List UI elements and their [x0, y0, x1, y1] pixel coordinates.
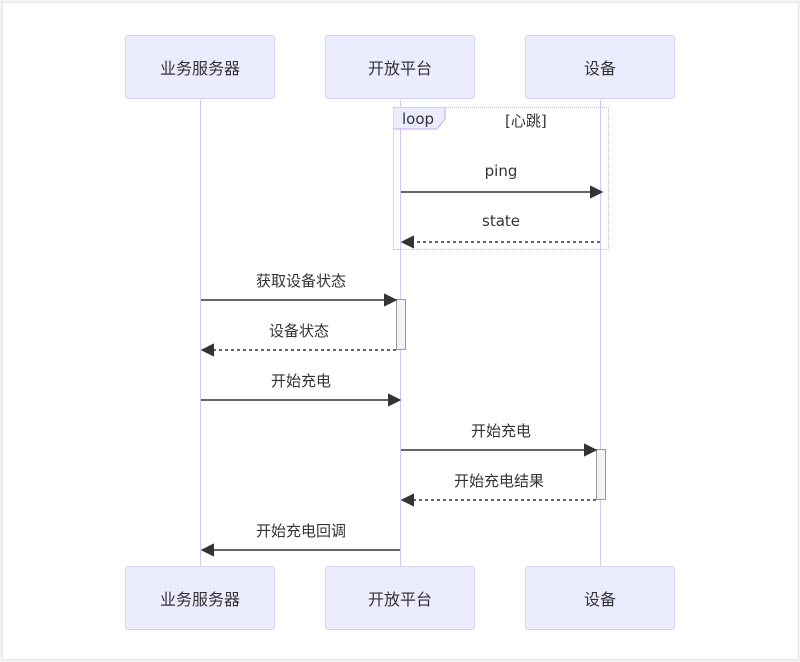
- message-label-start-charge-2: 开始充电: [470, 422, 532, 440]
- loop-frame: loop [心跳]: [393, 107, 609, 250]
- actor-bottom-biz: 业务服务器: [125, 566, 275, 630]
- message-label-charge-result: 开始充电结果: [453, 472, 545, 490]
- message-label-get-device-state: 获取设备状态: [255, 272, 347, 290]
- message-label-ping: ping: [484, 162, 518, 180]
- message-label-charge-callback: 开始充电回调: [255, 522, 347, 540]
- message-label-device-state: 设备状态: [268, 322, 330, 340]
- lifeline-biz: [200, 100, 201, 566]
- loop-tag-shape: [393, 107, 446, 130]
- actor-top-biz: 业务服务器: [125, 35, 275, 99]
- message-label-start-charge-1: 开始充电: [270, 372, 332, 390]
- message-label-state: state: [482, 212, 520, 230]
- activation-platform: [396, 299, 406, 350]
- actor-bottom-device: 设备: [525, 566, 675, 630]
- loop-condition: [心跳]: [505, 112, 547, 130]
- actor-bottom-platform: 开放平台: [325, 566, 475, 630]
- lifeline-device: [600, 100, 601, 566]
- loop-keyword: loop: [402, 110, 435, 128]
- actor-top-device: 设备: [525, 35, 675, 99]
- actor-top-platform: 开放平台: [325, 35, 475, 99]
- activation-device: [596, 449, 606, 500]
